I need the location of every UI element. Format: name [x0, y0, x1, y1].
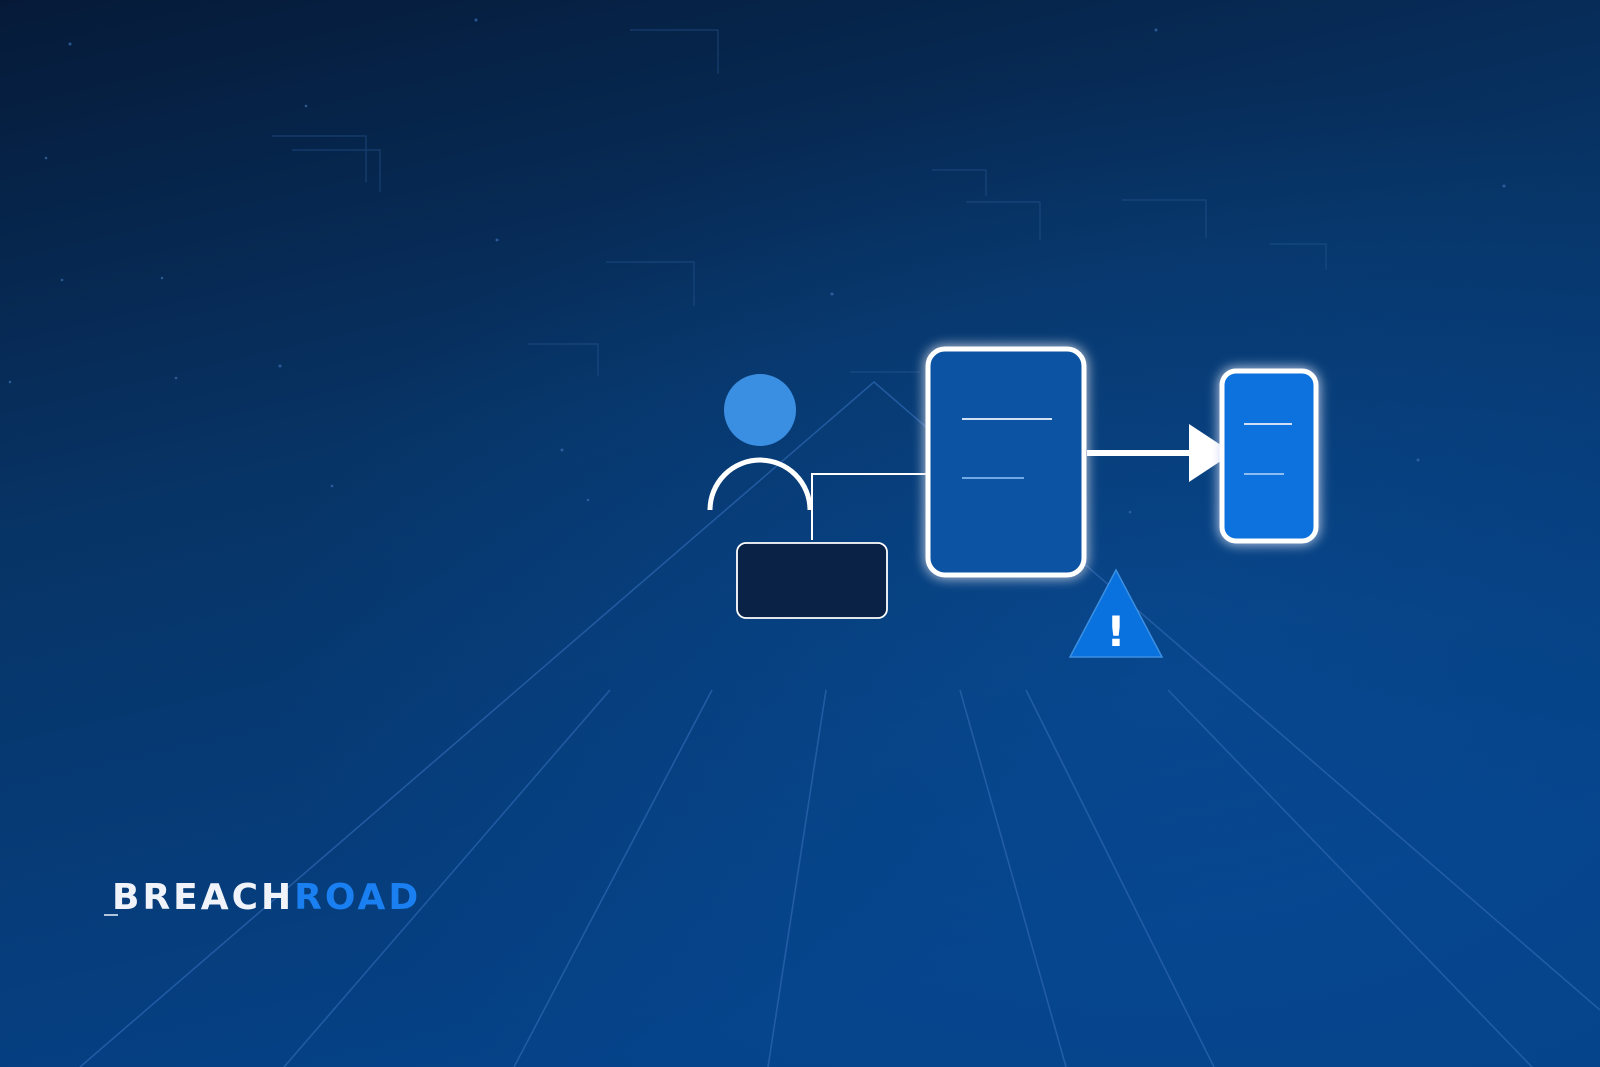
arrow-right-icon	[1087, 424, 1233, 482]
user-head	[724, 374, 796, 446]
decorative-brackets	[272, 29, 1327, 376]
target-panel	[1219, 368, 1319, 544]
user-shoulders	[707, 457, 813, 511]
decorative-dots	[8, 18, 1506, 514]
brand-part-1: BREACH	[112, 877, 295, 918]
brand-part-2: ROAD	[294, 877, 422, 918]
perspective-road-lines	[79, 380, 1600, 1067]
warning-triangle-icon: !	[1068, 568, 1164, 658]
dark-desk-box	[736, 542, 888, 619]
warning-glyph: !	[1106, 607, 1125, 656]
logo-speed-dash	[104, 914, 118, 916]
user-icon	[707, 374, 813, 511]
brand-logo: BREACHROAD	[112, 880, 421, 916]
source-panel	[925, 346, 1087, 578]
connector-line	[811, 473, 928, 540]
